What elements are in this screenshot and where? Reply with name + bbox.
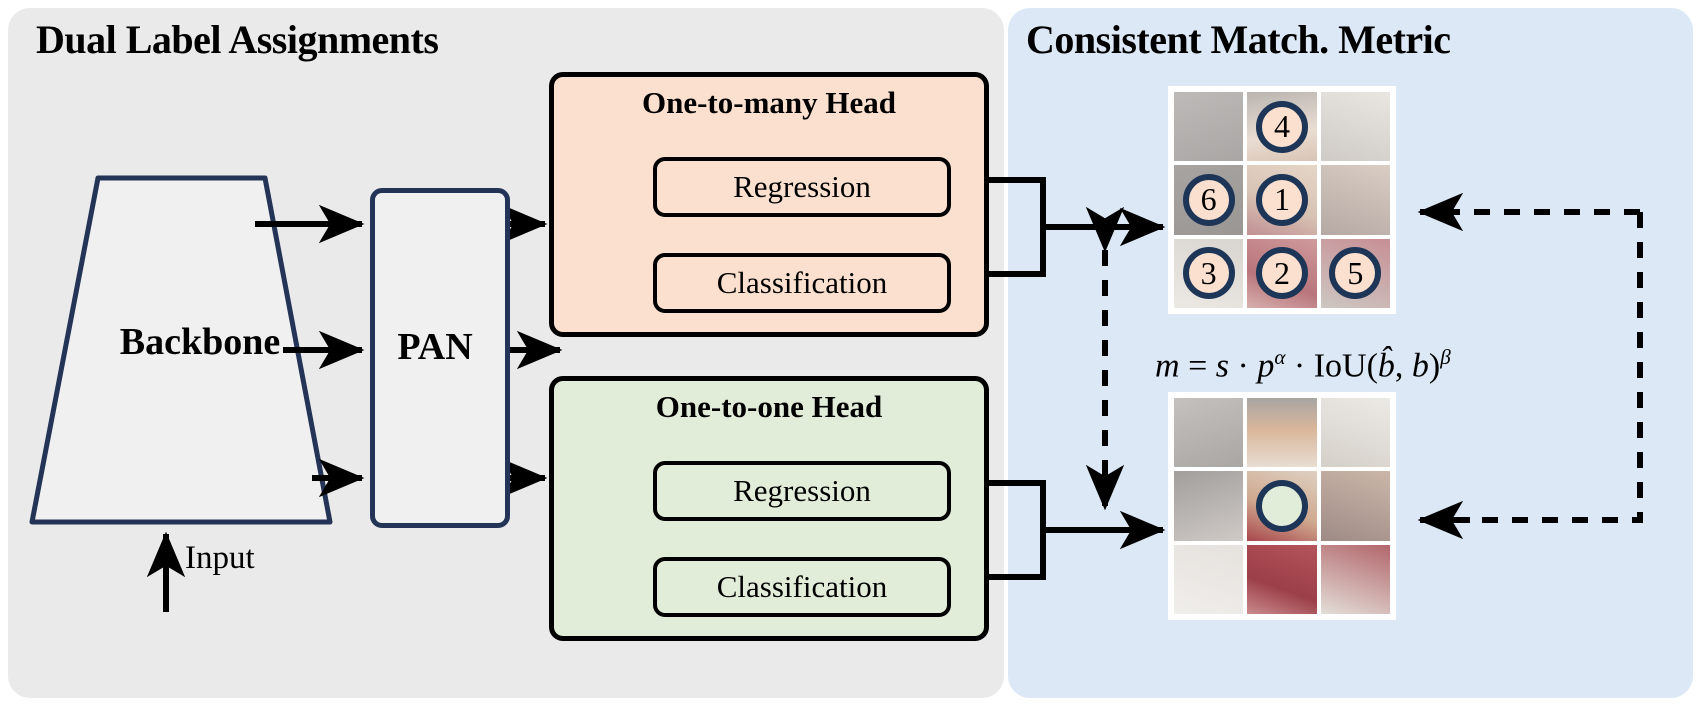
formula-alpha: α [1274,345,1286,369]
consistent-match-metric-formula: m = s · pα · IoU(b̂, b)β [1155,345,1451,385]
grid-cell: 4 [1247,92,1317,162]
grid-cell: 1 [1247,165,1317,235]
pan-box [370,188,510,528]
right-panel-title: Consistent Match. Metric [1026,17,1451,62]
one-to-many-assignment-grid: 4 6 1 3 2 5 [1168,86,1396,314]
formula-iou-close: ) [1428,347,1441,385]
formula-s: s [1215,347,1229,385]
one-to-one-head-title: One-to-one Head [655,389,883,424]
grid-cell [1320,398,1390,468]
formula-iou-open: IoU( [1313,347,1378,385]
grid-cell [1320,544,1390,614]
formula-p: p [1257,347,1275,385]
formula-b: b [1411,347,1429,385]
one-to-one-assignment-grid [1168,392,1396,620]
grid-cell [1247,544,1317,614]
one-to-one-regression-box[interactable]: Regression [653,461,951,521]
match-marker-5: 5 [1329,247,1382,300]
one-to-many-regression-box[interactable]: Regression [653,157,951,217]
formula-equals: = [1188,347,1208,385]
formula-beta: β [1440,345,1451,369]
match-marker-1: 1 [1255,173,1308,226]
left-panel-title: Dual Label Assignments [36,17,439,62]
grid-cell: 2 [1247,238,1317,308]
match-marker-4: 4 [1255,100,1308,153]
match-marker-3: 3 [1182,247,1235,300]
one-to-one-head-box[interactable]: One-to-one Head Regression Classificatio… [549,376,989,641]
formula-m: m [1155,347,1180,385]
input-label: Input [185,540,255,576]
grid-cell [1320,92,1390,162]
grid-cell: 3 [1174,238,1244,308]
formula-comma: , [1394,347,1412,385]
one-to-many-classification-box[interactable]: Classification [653,253,951,313]
grid-cell [1174,471,1244,541]
grid-cell [1320,471,1390,541]
formula-bhat: b̂ [1377,347,1395,385]
match-marker-selected [1255,479,1308,532]
grid-cell: 5 [1320,238,1390,308]
one-to-one-classification-box[interactable]: Classification [653,557,951,617]
grid-cell [1174,544,1244,614]
match-marker-2: 2 [1255,247,1308,300]
match-marker-6: 6 [1182,173,1235,226]
grid-cell [1174,92,1244,162]
grid-cell: 6 [1174,165,1244,235]
grid-cell [1320,165,1390,235]
grid-cell [1174,398,1244,468]
grid-cell [1247,471,1317,541]
pan-label: PAN [397,326,473,368]
formula-dot-1: · [1237,347,1249,385]
formula-dot-2: · [1293,347,1306,385]
one-to-many-head-box[interactable]: One-to-many Head Regression Classificati… [549,72,989,337]
one-to-many-head-title: One-to-many Head [641,85,896,120]
backbone-label: Backbone [119,321,281,363]
grid-cell [1247,398,1317,468]
